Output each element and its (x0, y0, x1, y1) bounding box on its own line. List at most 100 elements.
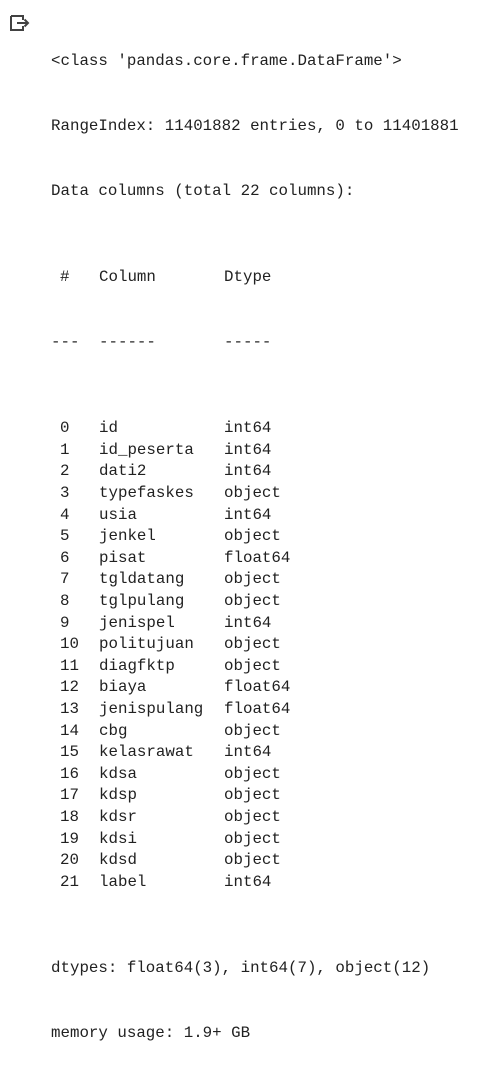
row-dtype: object (224, 829, 281, 848)
row-column-name: jenkel (99, 527, 156, 546)
row-column-name: id_peserta (99, 440, 194, 459)
row-column-name: kdsd (99, 851, 137, 870)
table-row: 9 jenispel int64 (51, 613, 459, 635)
row-column-name: tglpulang (99, 592, 185, 611)
table-row: 16 kdsa object (51, 764, 459, 786)
dtypes-summary: dtypes: float64(3), int64(7), object(12) (51, 959, 431, 978)
row-index: 8 (60, 592, 70, 611)
row-dtype: float64 (224, 678, 291, 697)
range-index-line: RangeIndex: 11401882 entries, 0 to 11401… (51, 116, 459, 135)
row-dtype: object (224, 721, 281, 740)
row-dtype: object (224, 484, 281, 503)
row-index: 2 (60, 462, 70, 481)
row-dtype: object (224, 592, 281, 611)
row-column-name: kdsi (99, 829, 137, 848)
header-column: Column (99, 268, 156, 287)
row-dtype: int64 (224, 872, 272, 891)
row-dtype: object (224, 851, 281, 870)
row-column-name: pisat (99, 548, 147, 567)
table-row: 3 typefaskes object (51, 483, 459, 505)
row-dtype: int64 (224, 419, 272, 438)
table-row: 1 id_peserta int64 (51, 440, 459, 462)
row-dtype: int64 (224, 613, 272, 632)
table-row: 21 label int64 (51, 872, 459, 894)
row-index: 14 (60, 721, 79, 740)
table-header: # Column Dtype (51, 267, 459, 289)
row-column-name: jenispel (99, 613, 175, 632)
row-dtype: object (224, 807, 281, 826)
row-dtype: object (224, 656, 281, 675)
row-index: 11 (60, 656, 79, 675)
row-index: 19 (60, 829, 79, 848)
row-index: 7 (60, 570, 70, 589)
row-index: 10 (60, 635, 79, 654)
row-index: 21 (60, 872, 79, 891)
row-index: 9 (60, 613, 70, 632)
row-index: 5 (60, 527, 70, 546)
row-column-name: jenispulang (99, 700, 204, 718)
row-column-name: biaya (99, 678, 147, 697)
table-row: 11 diagfktp object (51, 656, 459, 678)
row-dtype: int64 (224, 440, 272, 459)
output-redirect-icon[interactable] (8, 11, 32, 35)
row-column-name: kdsr (99, 807, 137, 826)
table-row: 18 kdsr object (51, 807, 459, 829)
table-row: 0 id int64 (51, 418, 459, 440)
row-column-name: kdsa (99, 764, 137, 783)
row-dtype: object (224, 786, 281, 805)
table-row: 7 tgldatang object (51, 569, 459, 591)
row-index: 13 (60, 700, 79, 718)
row-index: 0 (60, 419, 70, 438)
row-index: 12 (60, 678, 79, 697)
row-index: 16 (60, 764, 79, 783)
separator-column: ------ (99, 332, 156, 351)
row-index: 17 (60, 786, 79, 805)
table-row: 4 usia int64 (51, 505, 459, 527)
table-row: 6 pisat float64 (51, 548, 459, 570)
row-column-name: diagfktp (99, 656, 175, 675)
row-column-name: kdsp (99, 786, 137, 805)
row-index: 3 (60, 484, 70, 503)
table-row: 19 kdsi object (51, 829, 459, 851)
row-dtype: int64 (224, 743, 272, 762)
memory-usage: memory usage: 1.9+ GB (51, 1023, 251, 1042)
row-column-name: usia (99, 505, 137, 524)
row-column-name: politujuan (99, 635, 194, 654)
row-dtype: object (224, 527, 281, 546)
row-column-name: cbg (99, 721, 128, 740)
row-column-name: tgldatang (99, 570, 185, 589)
row-dtype: object (224, 764, 281, 783)
row-index: 18 (60, 807, 79, 826)
row-dtype: float64 (224, 700, 291, 718)
table-row: 8 tglpulang object (51, 591, 459, 613)
row-column-name: label (99, 872, 147, 891)
separator-dtype: ----- (224, 332, 272, 351)
row-dtype: object (224, 570, 281, 589)
table-row: 12 biaya float64 (51, 677, 459, 699)
row-index: 1 (60, 440, 70, 459)
row-dtype: float64 (224, 548, 291, 567)
header-index: # (60, 268, 70, 287)
class-line: <class 'pandas.core.frame.DataFrame'> (51, 52, 402, 71)
data-columns-line: Data columns (total 22 columns): (51, 181, 355, 200)
table-row: 5 jenkel object (51, 526, 459, 548)
row-column-name: id (99, 419, 118, 438)
table-row: 20 kdsd object (51, 850, 459, 872)
row-index: 4 (60, 505, 70, 524)
row-dtype: int64 (224, 505, 272, 524)
row-column-name: kelasrawat (99, 743, 194, 762)
row-index: 20 (60, 851, 79, 870)
separator-index: --- (51, 332, 80, 351)
row-dtype: int64 (224, 462, 272, 481)
row-index: 6 (60, 548, 70, 567)
cell-output: <class 'pandas.core.frame.DataFrame'> Ra… (51, 8, 459, 1066)
table-row: 13 jenispulang float64 (51, 699, 459, 721)
header-dtype: Dtype (224, 268, 272, 287)
row-column-name: typefaskes (99, 484, 194, 503)
row-index: 15 (60, 743, 79, 762)
table-row: 15 kelasrawat int64 (51, 742, 459, 764)
table-row: 17 kdsp object (51, 785, 459, 807)
row-column-name: dati2 (99, 462, 147, 481)
table-row: 14 cbg object (51, 721, 459, 743)
